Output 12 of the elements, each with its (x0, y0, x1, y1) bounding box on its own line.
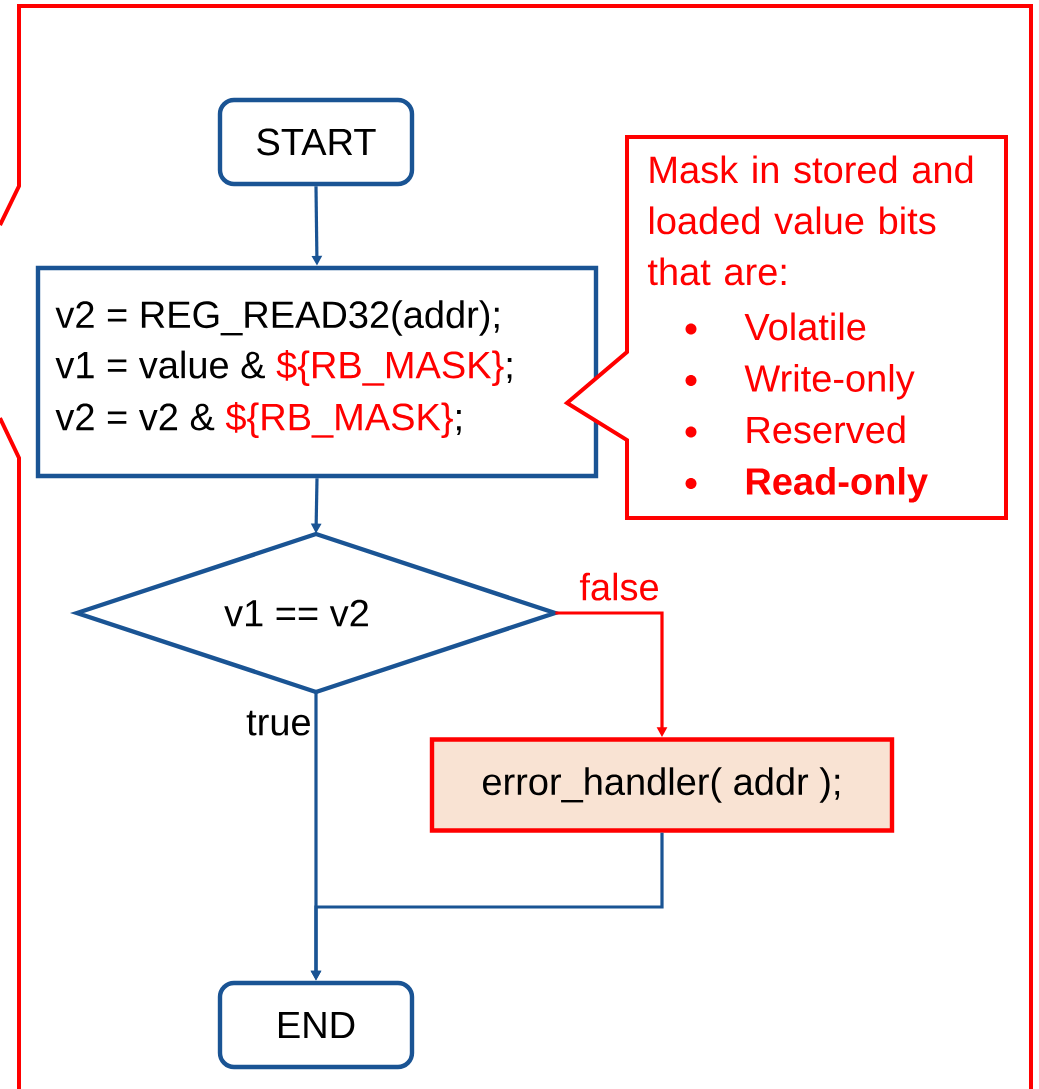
callout-box: Mask in stored and loaded value bits that are: Volatile Write-only Reserved Read-only (563, 135, 1008, 520)
process-box: v2 = REG_READ32(addr); v1 = value & ${RB_MASK}; v2 = v2 & ${RB_MASK}; (35, 265, 599, 479)
edge-label: true (246, 710, 310, 736)
end-terminal: END (217, 980, 415, 1070)
process-box: error_handler( addr ); (429, 737, 895, 833)
start-terminal: START (217, 97, 415, 187)
node-label: Write-only (744, 363, 915, 400)
node-label: Mask in stored and loaded value bits that are: (647, 155, 973, 286)
node-label: Volatile (744, 312, 866, 341)
edge-label: false (579, 572, 658, 601)
node-label: Reserved (747, 415, 905, 444)
node-label: Read-only (746, 466, 928, 503)
